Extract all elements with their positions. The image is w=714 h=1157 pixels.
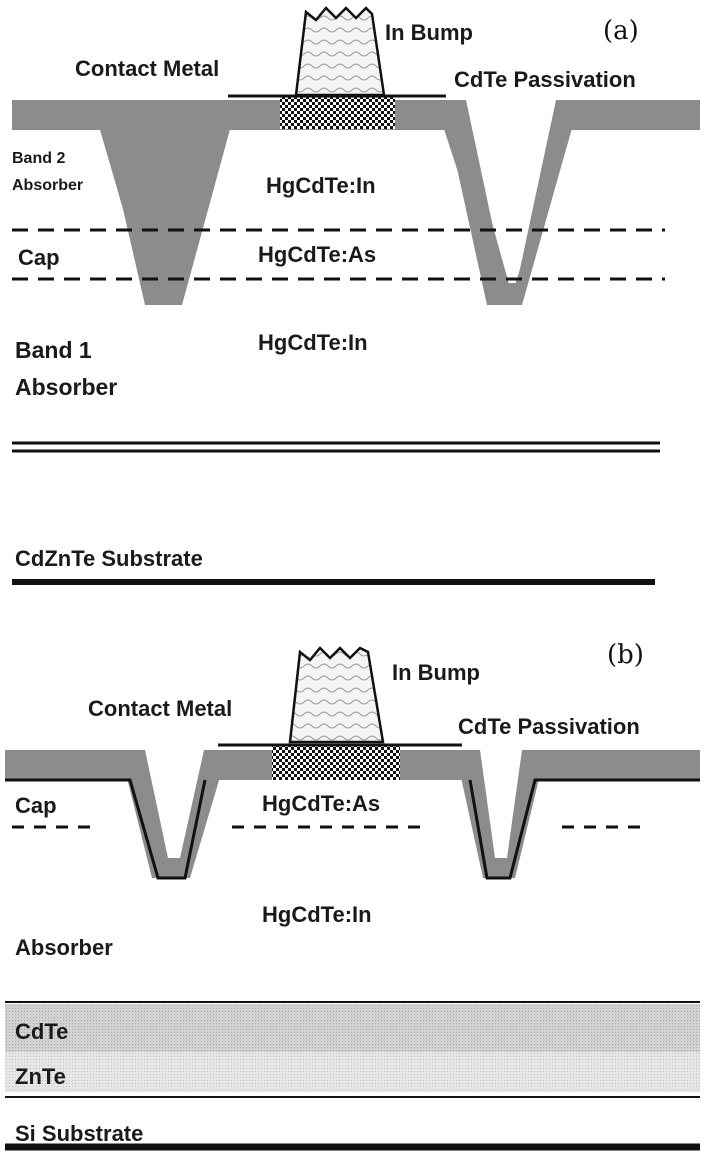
passivation-label-a: CdTe Passivation	[454, 67, 636, 92]
passivation-outline-b2	[468, 778, 700, 880]
cap-label-a: Cap	[18, 245, 60, 270]
panel-tag-b: (b)	[607, 640, 644, 670]
cap-layer-label-b: HgCdTe:As	[262, 791, 380, 816]
contact-metal-label-b: Contact Metal	[88, 696, 232, 721]
passivation-label-b: CdTe Passivation	[458, 714, 640, 739]
passivation-right-b	[535, 750, 700, 780]
lower-layer-label-a: HgCdTe:In	[258, 330, 368, 355]
in-bump-label-b: In Bump	[392, 660, 480, 685]
panel-b: (b) In Bump Contact Metal CdTe Passivati…	[5, 640, 700, 1151]
passivation-left-b	[5, 750, 130, 780]
in-bump-label-a: In Bump	[385, 20, 473, 45]
trench-right-shape-b	[455, 750, 546, 878]
band1-label-line1: Band 1	[15, 337, 92, 363]
contact-metal-a	[280, 97, 395, 129]
znte-label-b: ZnTe	[15, 1064, 66, 1089]
cdte-buffer-layer	[5, 1004, 700, 1052]
substrate-label-b: Si Substrate	[15, 1121, 143, 1146]
cap-layer-label-a: HgCdTe:As	[258, 242, 376, 267]
trench-left-shape-b	[120, 750, 228, 878]
znte-buffer-layer	[5, 1052, 700, 1092]
in-bump-a	[294, 6, 386, 97]
absorber-layer-label-b: HgCdTe:In	[262, 902, 372, 927]
passivation-right-a	[568, 100, 700, 130]
upper-layer-label-a: HgCdTe:In	[266, 173, 376, 198]
cap-label-b: Cap	[15, 793, 57, 818]
trench-right-shape-a	[442, 100, 580, 305]
band2-label-line2: Absorber	[12, 177, 83, 194]
band1-label-line2: Absorber	[15, 374, 117, 400]
passivation-left-a	[12, 100, 112, 130]
passivation-outline-b	[5, 778, 207, 880]
trench-left-shape-a	[98, 100, 238, 305]
panel-tag-a: (a)	[603, 16, 639, 46]
cdte-label-b: CdTe	[15, 1019, 68, 1044]
contact-metal-label-a: Contact Metal	[75, 56, 219, 81]
absorber-label-b: Absorber	[15, 935, 113, 960]
contact-metal-b	[272, 746, 400, 780]
in-bump-b	[288, 646, 385, 744]
band2-label-line1: Band 2	[12, 150, 65, 167]
panel-a: (a) In Bump Contact Metal CdTe Passivati…	[12, 6, 700, 585]
substrate-label-a: CdZnTe Substrate	[15, 546, 203, 571]
